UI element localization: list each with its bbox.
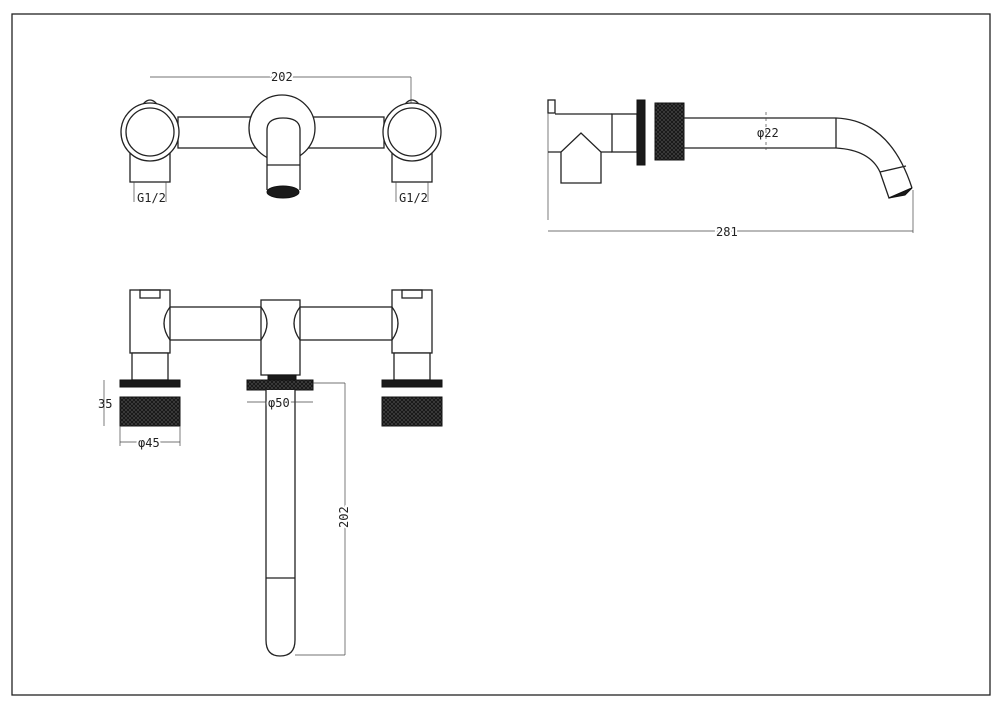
top-view — [103, 289, 443, 657]
handle-diameter-label: φ45 — [138, 436, 160, 450]
right-thread-label: G1/2 — [399, 191, 428, 205]
front-width-dim: 202 — [271, 70, 293, 84]
pipe-diameter-label: φ22 — [757, 126, 779, 140]
left-thread-label: G1/2 — [137, 191, 166, 205]
front-view — [120, 76, 442, 202]
handle-height-dim: 35 — [98, 397, 112, 411]
rosette-diameter-label: φ50 — [268, 396, 290, 410]
drawing-border — [11, 13, 991, 696]
side-view — [547, 99, 914, 233]
side-length-dim: 281 — [716, 225, 738, 239]
spout-length-dim: 202 — [337, 506, 351, 528]
